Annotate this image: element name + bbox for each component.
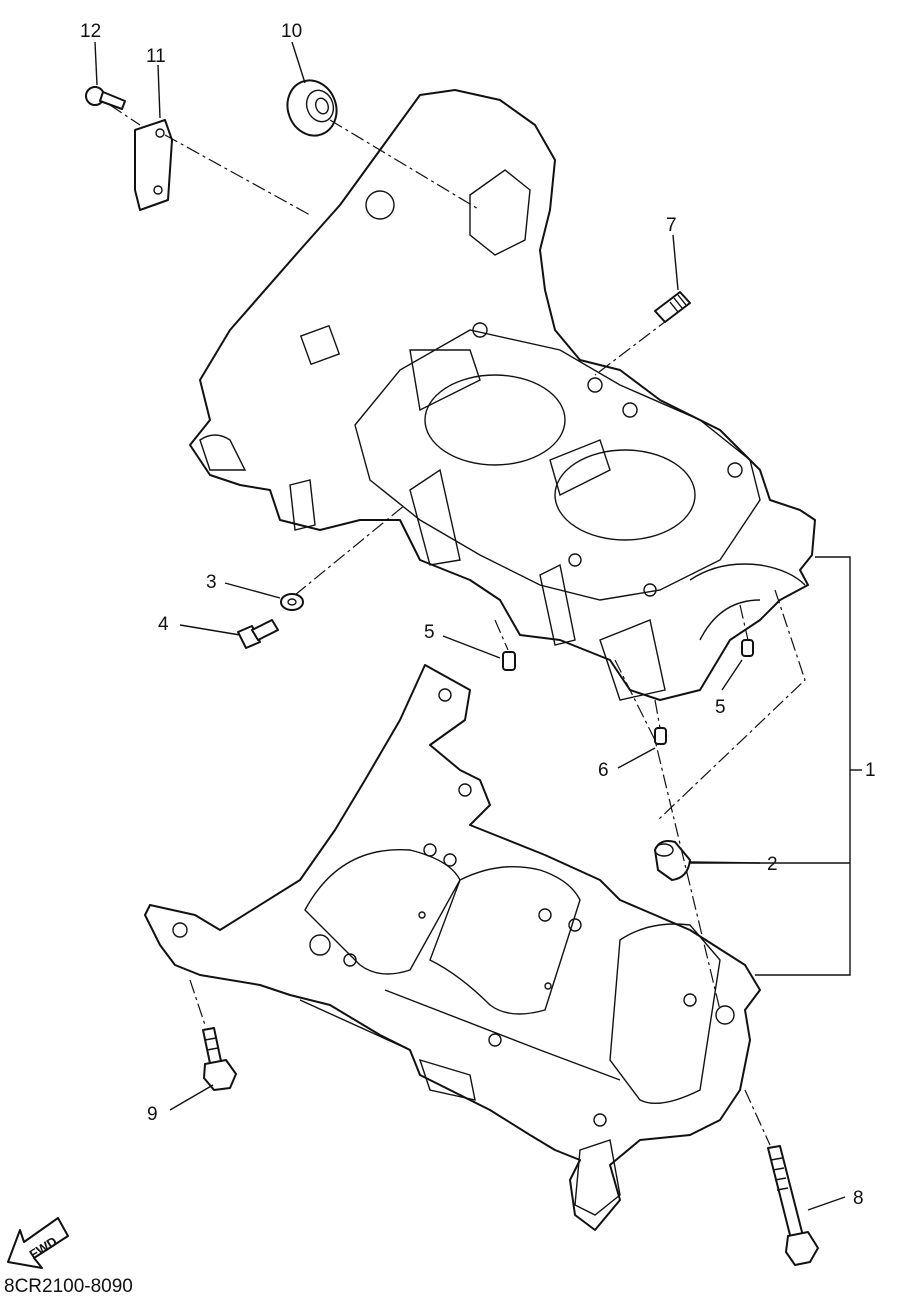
leader-lines <box>94 41 862 1211</box>
callout-9: 9 <box>147 1104 158 1125</box>
lower-crankcase <box>144 664 761 1231</box>
bearing-part-10 <box>286 79 338 137</box>
alignment-lines <box>109 104 806 1146</box>
plug-part-2 <box>654 840 691 881</box>
dowel-pin-part-5-left <box>502 651 516 671</box>
bracket-part-11 <box>134 119 173 211</box>
stud-part-7 <box>654 291 691 323</box>
callout-5-right: 5 <box>715 697 726 718</box>
drawing-code: 8CR2100-8090 <box>4 1276 133 1297</box>
callout-2: 2 <box>767 854 778 875</box>
dowel-pin-part-5-right <box>741 639 754 657</box>
callout-11: 11 <box>146 46 166 67</box>
upper-crankcase <box>189 89 816 701</box>
callout-12: 12 <box>80 21 101 42</box>
callout-1: 1 <box>865 760 876 781</box>
callout-7: 7 <box>666 215 677 236</box>
callout-10: 10 <box>281 21 302 42</box>
bolt-part-12 <box>85 86 126 110</box>
bolt-part-4 <box>237 619 279 649</box>
washer-part-3 <box>280 593 304 611</box>
fwd-arrow-icon: FWD <box>7 1217 69 1269</box>
callout-6: 6 <box>598 760 609 781</box>
dowel-pin-part-6 <box>654 727 667 745</box>
callout-4: 4 <box>158 614 169 635</box>
callout-labels: 12 11 10 7 3 4 5 5 6 1 2 9 8 <box>80 21 876 1209</box>
callout-3: 3 <box>206 572 217 593</box>
bolt-part-9 <box>202 1027 237 1091</box>
callout-5-left: 5 <box>424 622 435 643</box>
bolt-part-8 <box>767 1145 819 1266</box>
callout-8: 8 <box>853 1188 864 1209</box>
